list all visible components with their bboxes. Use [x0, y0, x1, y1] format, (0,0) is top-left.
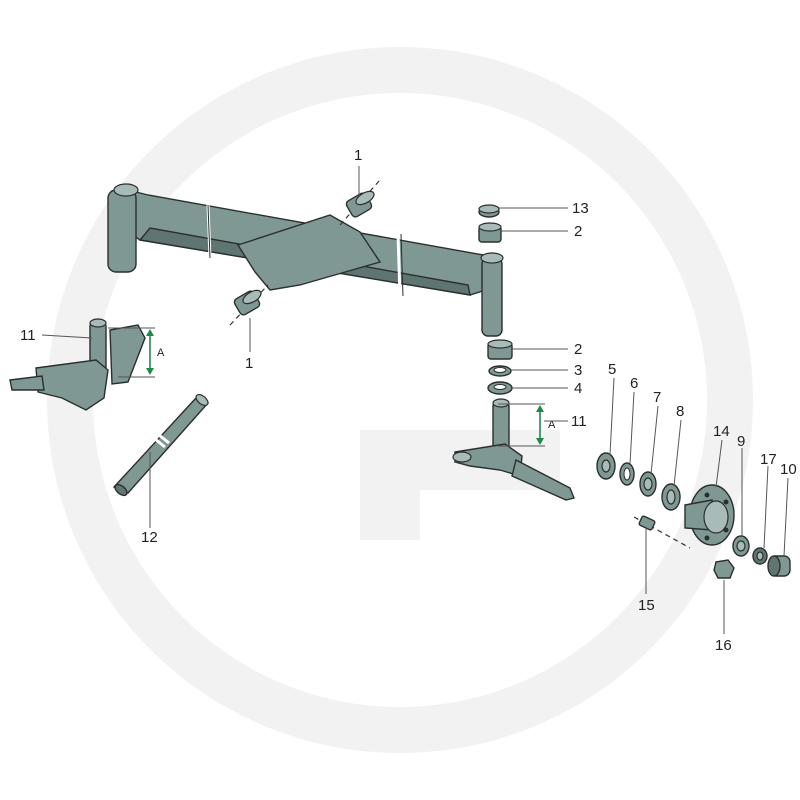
leader-lines — [41, 166, 789, 634]
callout-5: 5 — [608, 361, 616, 378]
castle-nut-17 — [752, 547, 768, 565]
steering-knuckle-right — [452, 398, 575, 501]
seal-ring-3 — [488, 365, 512, 377]
wheel-hub-14 — [684, 484, 735, 546]
axle-beam — [107, 183, 504, 337]
wheel-stud-15 — [633, 515, 691, 549]
callout-4: 4 — [574, 380, 582, 397]
bushing-1-top — [339, 179, 381, 226]
callout-15: 15 — [638, 597, 655, 614]
callout-13: 13 — [572, 200, 589, 217]
king-pin-12 — [112, 393, 210, 497]
callout-12: 12 — [141, 529, 158, 546]
seal-5 — [596, 452, 616, 480]
callout-11-left: 11 — [20, 327, 36, 344]
bushing-2-top — [478, 222, 502, 243]
callout-7: 7 — [653, 389, 661, 406]
callout-1-top: 1 — [354, 147, 362, 164]
dimension-a-right: A — [498, 403, 556, 447]
callout-3: 3 — [574, 362, 582, 379]
callout-10: 10 — [780, 461, 797, 478]
callout-17: 17 — [760, 451, 777, 468]
dimension-label-left: A — [157, 347, 165, 359]
bearing-7 — [639, 471, 657, 497]
callout-1-bottom: 1 — [245, 355, 253, 372]
dimension-a-left: A — [108, 327, 165, 378]
bushing-2-lower — [487, 339, 513, 360]
callout-16: 16 — [715, 637, 732, 654]
callout-14: 14 — [713, 423, 730, 440]
callout-2-top: 2 — [574, 223, 582, 240]
steering-knuckle-left — [9, 318, 146, 411]
callout-9: 9 — [737, 433, 745, 450]
bearing-8 — [661, 483, 681, 511]
callout-11-right: 11 — [571, 413, 587, 430]
dimension-label-right: A — [548, 419, 556, 431]
bearing-9 — [732, 535, 750, 557]
bushing-1-bottom — [229, 284, 269, 326]
ring-6 — [619, 462, 635, 486]
wheel-nut-16 — [713, 559, 735, 579]
thrust-washer-4 — [487, 381, 513, 395]
callout-labels: 1 1 13 2 2 3 4 11 11 12 5 6 7 8 14 9 17 … — [20, 147, 797, 654]
callout-8: 8 — [676, 403, 684, 420]
callout-2-lower: 2 — [574, 341, 582, 358]
washer-13 — [478, 204, 500, 218]
watermark-logo-icon — [47, 47, 753, 753]
hub-cap-10 — [767, 555, 791, 577]
callout-6: 6 — [630, 375, 638, 392]
